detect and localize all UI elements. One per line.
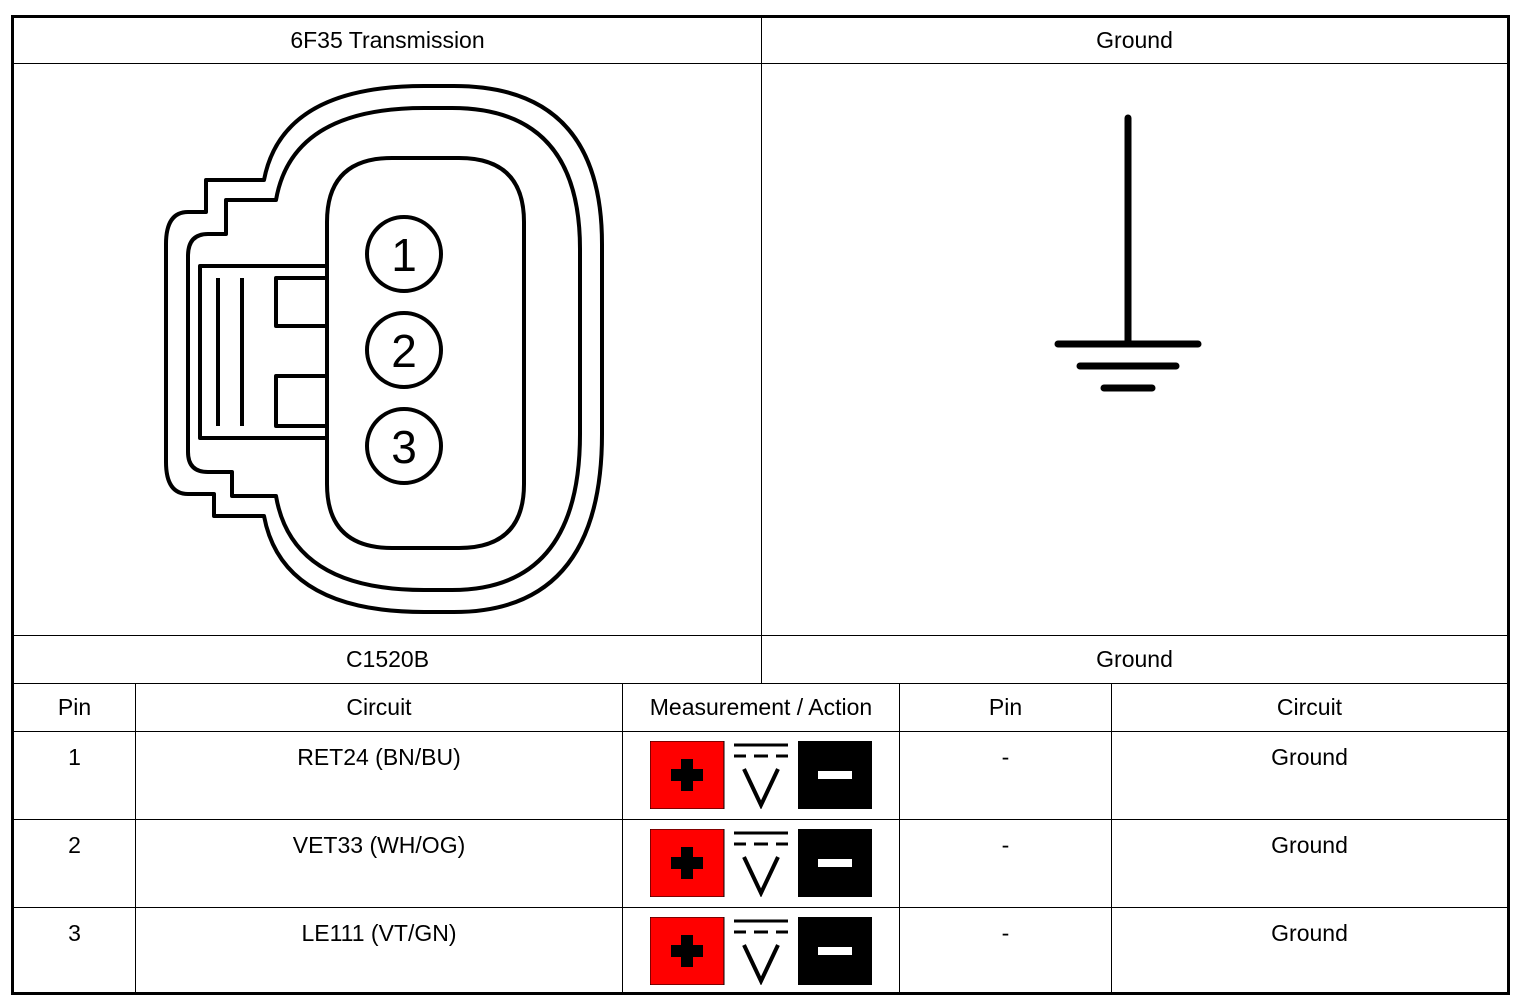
grid-line <box>14 819 1507 820</box>
table-row-2-ground-pin: - <box>1001 832 1010 858</box>
grid-line <box>14 907 1507 908</box>
ground-title: Ground <box>1096 27 1173 53</box>
grid-line <box>135 683 136 992</box>
grid-line <box>761 18 762 683</box>
pin-1-circle <box>365 215 443 293</box>
pin-3-label: 3 <box>391 421 417 473</box>
ground-label: Ground <box>1096 646 1173 672</box>
grid-line <box>622 683 623 992</box>
grid-line <box>1111 683 1112 992</box>
pin-2-circle <box>365 311 443 389</box>
dc-voltage-symbol-icon <box>734 919 788 985</box>
header-measurement-action: Measurement / Action <box>649 694 873 720</box>
pin-2-label: 2 <box>391 325 417 377</box>
header-circuit: Circuit <box>346 694 412 720</box>
connector-title: 6F35 Transmission <box>290 27 485 53</box>
table-row-2-ground-circuit: Ground <box>1271 832 1348 858</box>
voltage-meter-icon <box>650 741 872 809</box>
ground-symbol-icon <box>1054 114 1202 392</box>
header-ground-circuit: Circuit <box>1276 694 1343 720</box>
pin-3-circle <box>365 407 443 485</box>
table-row-3-circuit: LE111 (VT/GN) <box>301 920 457 946</box>
dc-voltage-symbol-icon <box>734 743 788 809</box>
dc-voltage-symbol-icon <box>734 831 788 897</box>
table-row-1-pin: 1 <box>68 744 81 770</box>
table-row-3-ground-pin: - <box>1001 920 1010 946</box>
grid-line <box>14 63 1507 64</box>
grid-line <box>899 683 900 992</box>
pinout-table-frame <box>11 15 1510 995</box>
header-pin: Pin <box>57 694 92 720</box>
table-row-2-pin: 2 <box>68 832 81 858</box>
pin-1-label: 1 <box>391 229 417 281</box>
table-row-2-circuit: VET33 (WH/OG) <box>292 832 466 858</box>
connector-inner-shell <box>186 106 582 592</box>
grid-line <box>14 635 1507 636</box>
table-row-1-ground-circuit: Ground <box>1271 744 1348 770</box>
connector-outer-shell <box>164 84 604 614</box>
connector-id-label: C1520B <box>345 646 430 672</box>
connector-lock-tab <box>198 264 327 440</box>
connector-face-diagram: 1 2 3 <box>164 84 604 614</box>
grid-line <box>14 683 1507 684</box>
table-row-3-ground-circuit: Ground <box>1271 920 1348 946</box>
table-row-1-ground-pin: - <box>1001 744 1010 770</box>
table-row-1-circuit: RET24 (BN/BU) <box>297 744 461 770</box>
grid-line <box>14 731 1507 732</box>
header-ground-pin: Pin <box>988 694 1023 720</box>
voltage-meter-icon <box>650 829 872 897</box>
voltage-meter-icon <box>650 917 872 985</box>
table-row-3-pin: 3 <box>68 920 81 946</box>
connector-pin-cavity <box>325 156 526 550</box>
